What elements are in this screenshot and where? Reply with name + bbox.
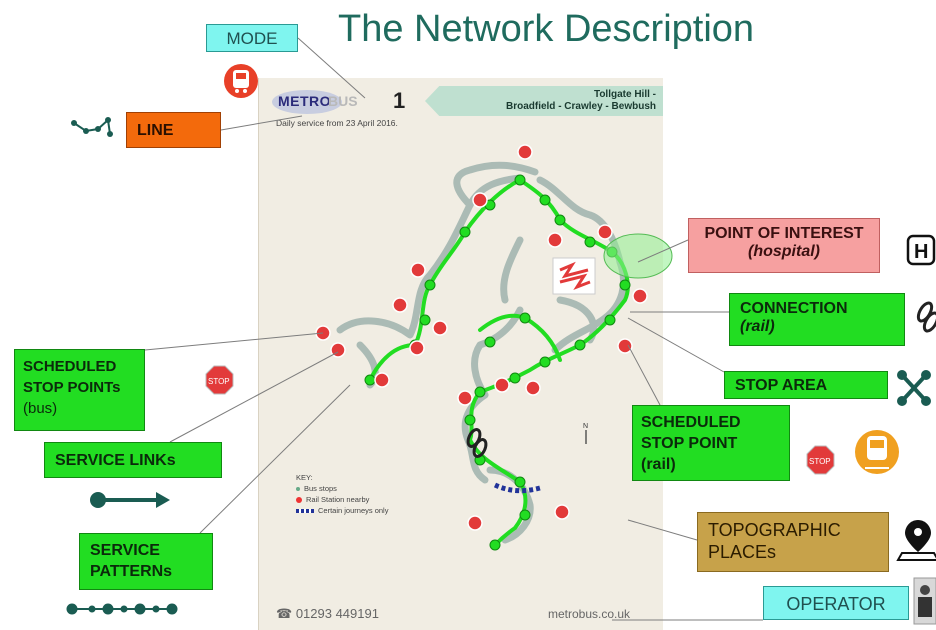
poi-main: POINT OF INTEREST [704,225,864,242]
service-patterns-label: SERVICE PATTERNs [79,533,213,590]
service-pattern-icon [66,603,178,615]
svg-text:STOP: STOP [208,377,230,386]
connection-main: CONNECTION [740,300,848,317]
chain-link-icon [916,301,936,333]
stop-sign-icon: STOP [205,365,234,395]
scheduled-stop-point-rail-label: SCHEDULED STOP POINT (rail) [632,405,790,481]
line-nodes-icon [71,117,113,137]
route-title-line2: Broadfield - Crawley - Bewbush [505,101,656,112]
route-map-sheet [258,78,663,630]
logo-text-metro: METRO [278,93,332,109]
green-stop-points [364,174,631,551]
route-title-line1: Tollgate Hill - [593,89,656,100]
hospital-letter: H [914,241,928,263]
line-label: LINE [126,112,221,148]
page-title: The Network Description [338,8,755,50]
svg-text:STOP: STOP [809,457,831,466]
map-key: KEY: Bus stops Rail Station nearby Certa… [296,472,388,516]
point-of-interest-label: POINT OF INTEREST (hospital) [688,218,880,273]
key-title: KEY: [296,473,313,482]
key-row-bus-stops: Bus stops [296,483,388,494]
daily-service-note: Daily service from 23 April 2016. [276,118,398,128]
connection-sub: (rail) [740,318,775,335]
website-url: metrobus.co.uk [548,607,631,621]
mode-label: MODE [206,24,298,52]
connector-lines [144,37,763,621]
train-icon [855,430,899,474]
route-number: 1 [393,88,406,113]
topographic-places-label: TOPOGRAPHIC PLACEs [697,512,889,572]
service-route [368,178,630,547]
red-stop-markers [315,144,648,531]
svg-text:N: N [583,423,588,430]
scheduled-stop-points-bus-label: SCHEDULED STOP POINTs (bus) [14,349,145,431]
map-chain-icon [466,428,488,458]
service-links-label: SERVICE LINKs [44,442,222,478]
service-link-arrow-icon [90,492,170,508]
logo-text-bus: BUS [328,93,358,109]
phone-number: ☎ 01293 449191 [276,606,379,621]
rail-station-logo [552,257,596,295]
hospital-icon: H [906,234,936,266]
stop-area-label: STOP AREA [724,371,888,399]
route-header-band [425,86,663,116]
hospital-highlight [603,233,673,279]
certain-journeys-segment [493,482,541,494]
operator-label: OPERATOR [763,586,909,620]
operator-person-icon [913,577,936,625]
bus-icon [224,64,258,98]
connection-label: CONNECTION (rail) [729,293,905,346]
poi-sub: (hospital) [748,243,820,260]
key-row-certain-journeys: Certain journeys only [296,505,388,516]
stop-sign-rail-icon: STOP [806,445,835,475]
map-pin-icon [896,520,936,561]
stop-area-icon [897,370,931,406]
route-title: Tollgate Hill - Broadfield - Crawley - B… [450,89,656,113]
key-row-rail: Rail Station nearby [296,494,388,505]
metrobus-logo: METRO BUS [272,90,372,114]
